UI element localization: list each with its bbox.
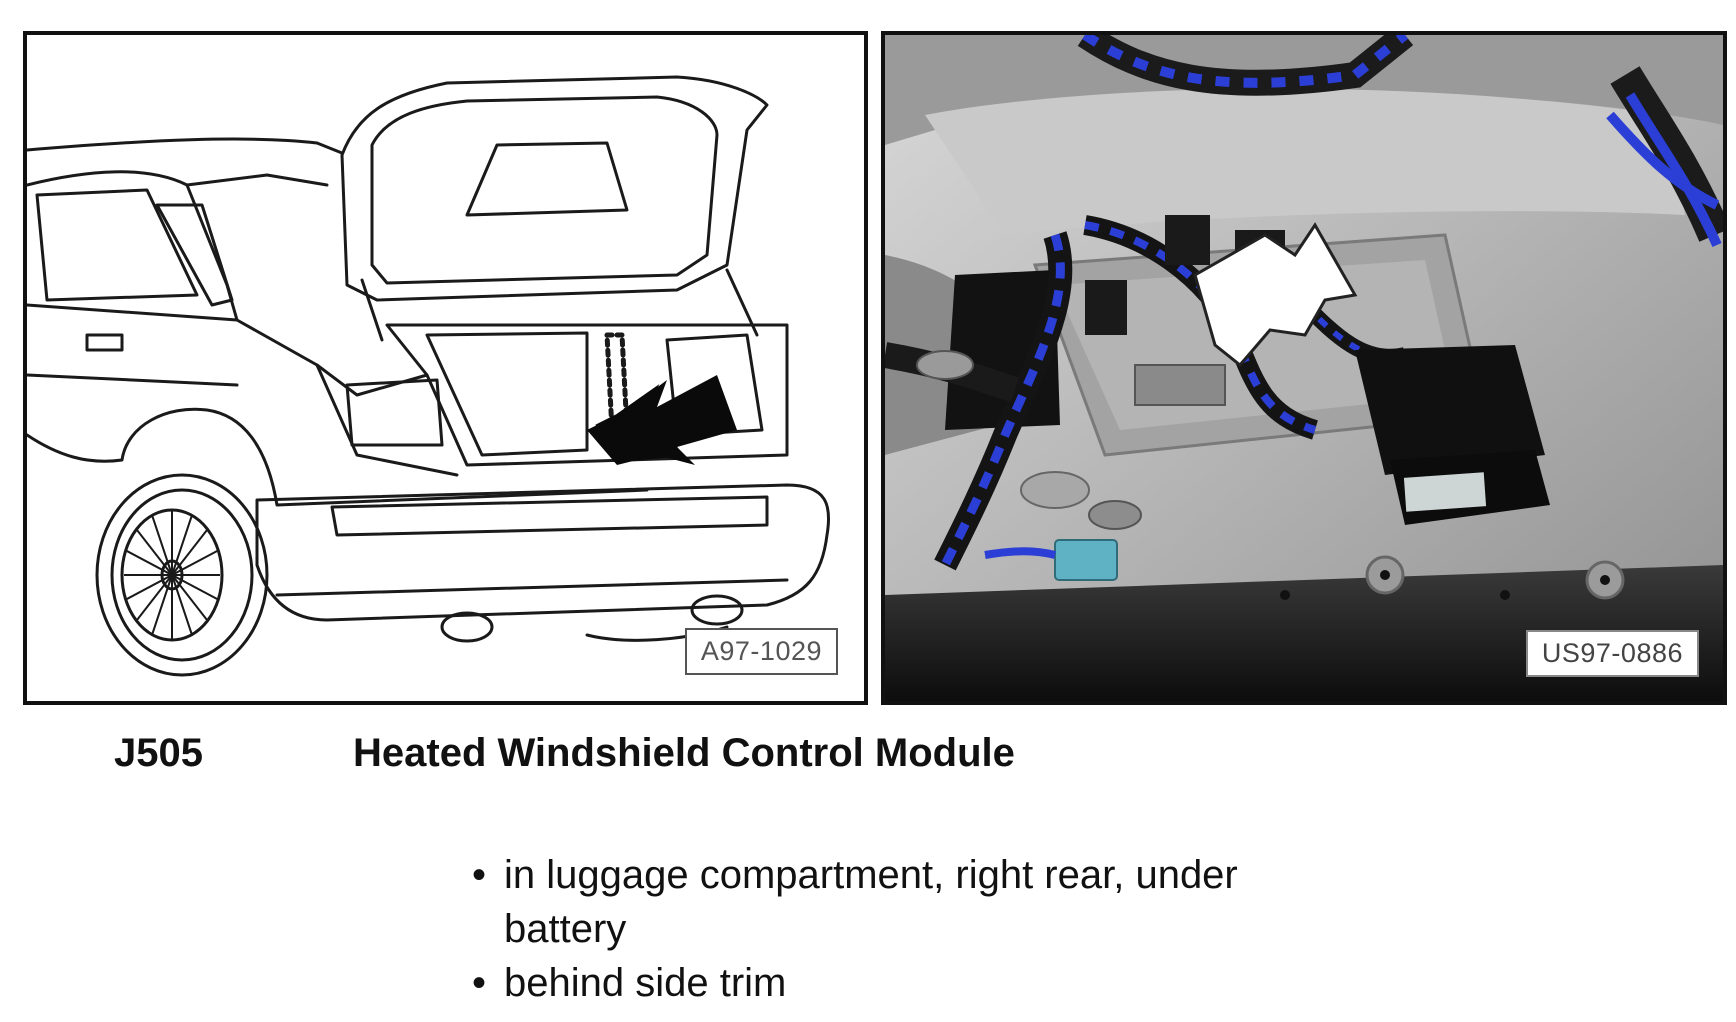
module-photo-figure: US97-0886	[881, 31, 1727, 705]
location-list: • in luggage compartment, right rear, un…	[470, 848, 1370, 1010]
location-arrow	[1193, 222, 1358, 368]
figure-id-label: US97-0886	[1525, 630, 1699, 677]
bullet: •	[472, 961, 487, 1005]
location-item: • in luggage compartment, right rear, un…	[470, 848, 1370, 956]
car-line-drawing	[27, 75, 831, 677]
location-text: behind side trim	[504, 961, 787, 1005]
location-text: in luggage compartment, right rear, unde…	[504, 853, 1238, 951]
module-photo	[885, 35, 1723, 701]
figure-id-label: A97-1029	[684, 628, 838, 675]
car-illustration-figure: A97-1029	[23, 31, 868, 705]
component-code: J505	[114, 731, 203, 775]
component-name: Heated Windshield Control Module	[353, 731, 1015, 775]
bullet: •	[472, 853, 487, 897]
location-item: • behind side trim	[470, 956, 1370, 1010]
